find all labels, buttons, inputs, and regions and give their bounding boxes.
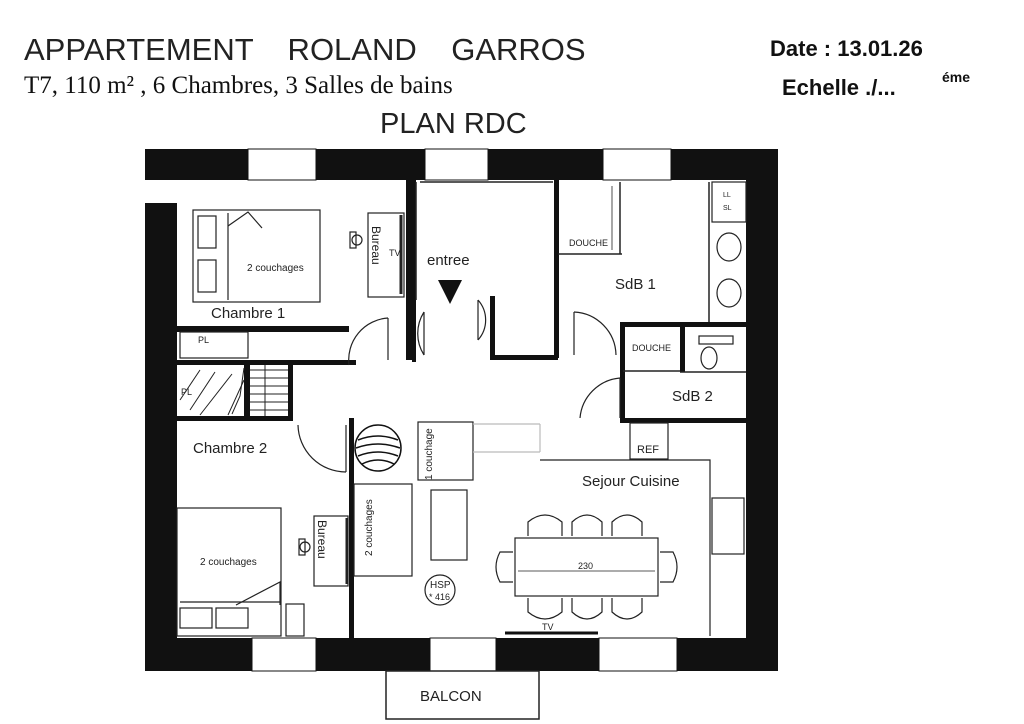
staircase: [179, 365, 288, 416]
room-chambre2-label: Chambre 2: [193, 440, 267, 457]
round-table: [354, 424, 402, 472]
room-sejour-label: Sejour Cuisine: [582, 473, 680, 490]
kitchen-counters: [540, 459, 745, 636]
sdb1-shower-label: DOUCHE: [569, 238, 608, 248]
fridge-label: REF: [637, 444, 659, 456]
sdb1-llsl-label-1: LL: [723, 192, 731, 199]
windows: [145, 148, 678, 672]
desk-chambre2: [298, 515, 349, 587]
room-entree-label: entree: [427, 252, 470, 269]
hsp-badge: [424, 574, 456, 606]
plan-name: PLAN RDC: [380, 108, 527, 140]
plan-scale-suffix: éme: [942, 69, 970, 85]
desk-chambre2-label: Bureau: [315, 520, 329, 559]
bed-chambre1: [192, 209, 321, 303]
hsp-label: HSP: [430, 580, 451, 591]
room-chambre1-label: Chambre 1: [211, 305, 285, 322]
interior-walls: [176, 180, 747, 638]
sofa-1-label: 1 couchage: [424, 428, 435, 480]
bed-chambre2: [176, 507, 282, 637]
dining-table: [495, 514, 678, 620]
fridge: [629, 422, 669, 460]
desk-chambre1-label: Bureau: [369, 226, 383, 265]
entry-arrow-icon: [438, 280, 462, 304]
sdb2-fixtures: [698, 335, 734, 370]
outer-walls: [145, 149, 778, 671]
plan-date: Date : 13.01.26: [770, 36, 923, 61]
doors: [297, 299, 621, 473]
cupboard-chambre2-label: PL: [181, 387, 192, 397]
cupboard-chambre1: [179, 331, 249, 359]
plan-title: APPARTEMENT ROLAND GARROS: [24, 32, 586, 67]
sdb2-shower-label: DOUCHE: [632, 343, 671, 353]
plan-subtitle: T7, 110 m² , 6 Chambres, 3 Salles de bai…: [24, 72, 453, 99]
sdb1-fixtures: [611, 181, 747, 308]
table-length-label: 230: [578, 561, 593, 571]
bed-chambre2-label: 2 couchages: [200, 557, 257, 568]
plan-scale: Echelle ./...: [782, 75, 896, 100]
cupboard-chambre1-label: PL: [198, 335, 209, 345]
tv-lounge-label: TV: [542, 622, 554, 632]
balcony: [385, 670, 540, 720]
bed-chambre1-label: 2 couchages: [247, 263, 304, 274]
balcony-label: BALCON: [420, 688, 482, 705]
partitions: [415, 181, 746, 373]
hsp-value: * 416: [429, 592, 450, 602]
sdb1-llsl-label-2: SL: [723, 205, 732, 212]
nightstand-chambre2: [285, 603, 305, 637]
sofa-2-label: 2 couchages: [364, 499, 375, 556]
desk-chambre1: [349, 212, 405, 298]
room-sdb1-label: SdB 1: [615, 276, 656, 293]
sofa-group: [353, 421, 541, 577]
tv-chambre1-label: TV: [389, 248, 401, 258]
room-sdb2-label: SdB 2: [672, 388, 713, 405]
dining-chairs: [495, 514, 678, 620]
